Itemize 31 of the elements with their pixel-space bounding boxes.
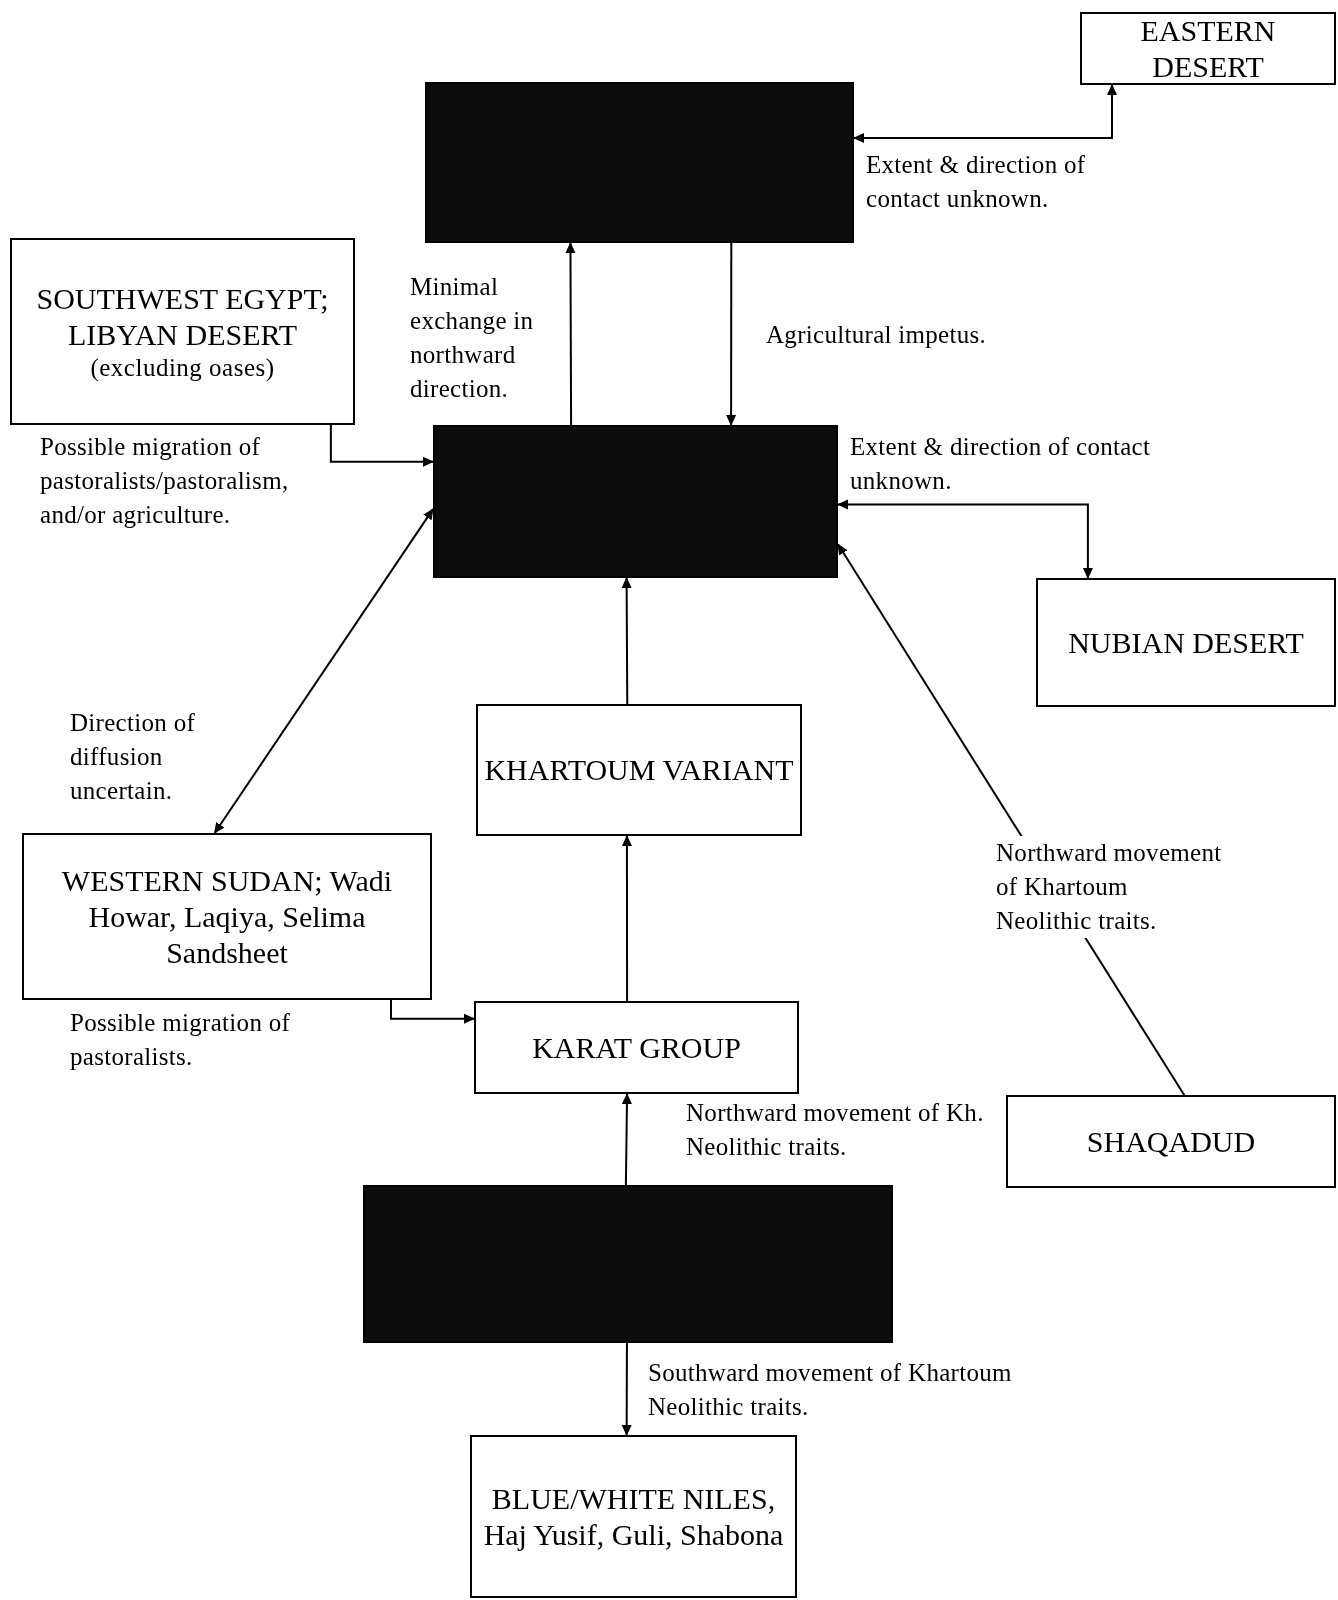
filled-box	[433, 425, 838, 578]
arrow	[621, 1093, 632, 1186]
arrow	[726, 242, 737, 426]
region-box	[1080, 12, 1336, 85]
region-name: KARAT GROUP	[532, 1029, 741, 1066]
region-box	[1036, 578, 1336, 707]
region-name: SOUTHWEST EGYPT; LIBYAN DESERT	[35, 280, 330, 353]
region-box	[1006, 1095, 1336, 1188]
region-name: BLUE/WHITE NILES, Haj Yusif, Guli, Shabona	[482, 1480, 785, 1553]
region-box	[22, 833, 432, 1000]
filled-box	[425, 82, 854, 243]
arrow	[621, 835, 632, 1002]
region-name: KHARTOUM VARIANT	[484, 752, 794, 788]
region-box	[470, 1435, 797, 1598]
arrow	[390, 999, 475, 1024]
region-name: SHAQADUD	[1086, 1123, 1256, 1160]
arrow	[565, 242, 576, 426]
arrow	[213, 508, 434, 834]
arrow	[621, 577, 632, 705]
filled-box	[363, 1185, 893, 1343]
region-box	[474, 1001, 799, 1094]
region-name: NUBIAN DESERT	[1068, 624, 1304, 661]
region-box	[476, 704, 802, 836]
region-note: (excluding oases)	[90, 352, 275, 383]
arrow	[837, 499, 1093, 579]
region-name: EASTERN DESERT	[1139, 12, 1277, 85]
arrow	[329, 424, 434, 467]
region-box	[10, 238, 355, 425]
arrow	[621, 1342, 632, 1436]
arrow	[853, 84, 1117, 144]
region-name: WESTERN SUDAN; Wadi Howar, Laqiya, Selima Sandsheet	[60, 862, 394, 971]
